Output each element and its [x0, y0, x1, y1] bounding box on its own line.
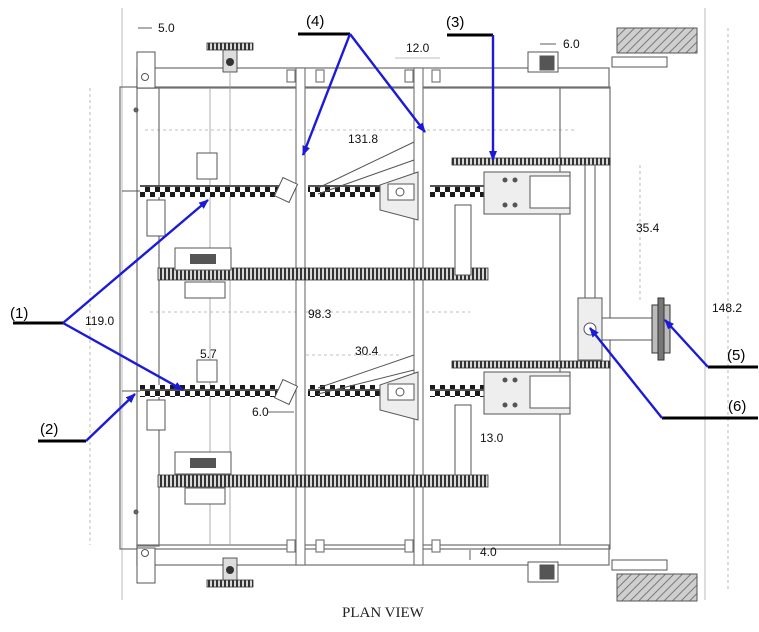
extension-lines	[89, 8, 729, 600]
dimension-labels: 5.0 12.0 6.0 131.8 35.4 148.2 119.0 98.3…	[85, 21, 742, 559]
adjusting-screw-bottom	[206, 557, 254, 588]
callout-3-label: (3)	[446, 14, 464, 31]
conveyor-bars	[451, 157, 611, 369]
dim-label: 12.0	[406, 41, 430, 55]
pulley	[651, 297, 671, 361]
dim-label: 98.3	[308, 307, 332, 321]
callout-leaders	[13, 32, 758, 443]
callout-2-label: (2)	[40, 421, 58, 438]
dim-label: 4.0	[480, 545, 497, 559]
drawing-title: PLAN VIEW	[342, 605, 425, 621]
dim-label: 13.0	[480, 431, 504, 445]
dim-label: 148.2	[712, 301, 742, 315]
callout-labels: (1) (2) (3) (4) (5) (6)	[10, 13, 746, 438]
dim-label: 119.0	[85, 314, 114, 328]
dimension-ticks	[138, 27, 556, 560]
tensioner-blocks	[146, 152, 299, 431]
dim-label: 131.8	[348, 132, 378, 146]
cutter-mechanism-upper	[317, 141, 571, 276]
wheel-bottom	[616, 573, 698, 602]
chain-upper	[122, 185, 490, 197]
wheel-top	[616, 27, 698, 54]
callout-6-label: (6)	[728, 398, 746, 415]
dim-label: 6.0	[252, 405, 269, 419]
dim-label: 30.4	[355, 344, 379, 358]
dim-label: 5.0	[158, 21, 175, 35]
callout-4-label: (4)	[306, 13, 324, 30]
belts	[157, 247, 489, 505]
drive-shaft	[577, 164, 653, 361]
cutter-mechanism-lower	[317, 354, 571, 476]
corner-posts	[133, 51, 156, 584]
right-hardware	[527, 51, 668, 583]
callout-arrows	[62, 33, 709, 442]
callout-5-label: (5)	[727, 347, 745, 364]
callout-1-label: (1)	[10, 305, 28, 322]
dim-label: 35.4	[636, 221, 660, 235]
vertical-rods	[286, 67, 441, 566]
dim-label: 6.0	[563, 37, 580, 51]
dim-label: 5.7	[200, 347, 217, 361]
